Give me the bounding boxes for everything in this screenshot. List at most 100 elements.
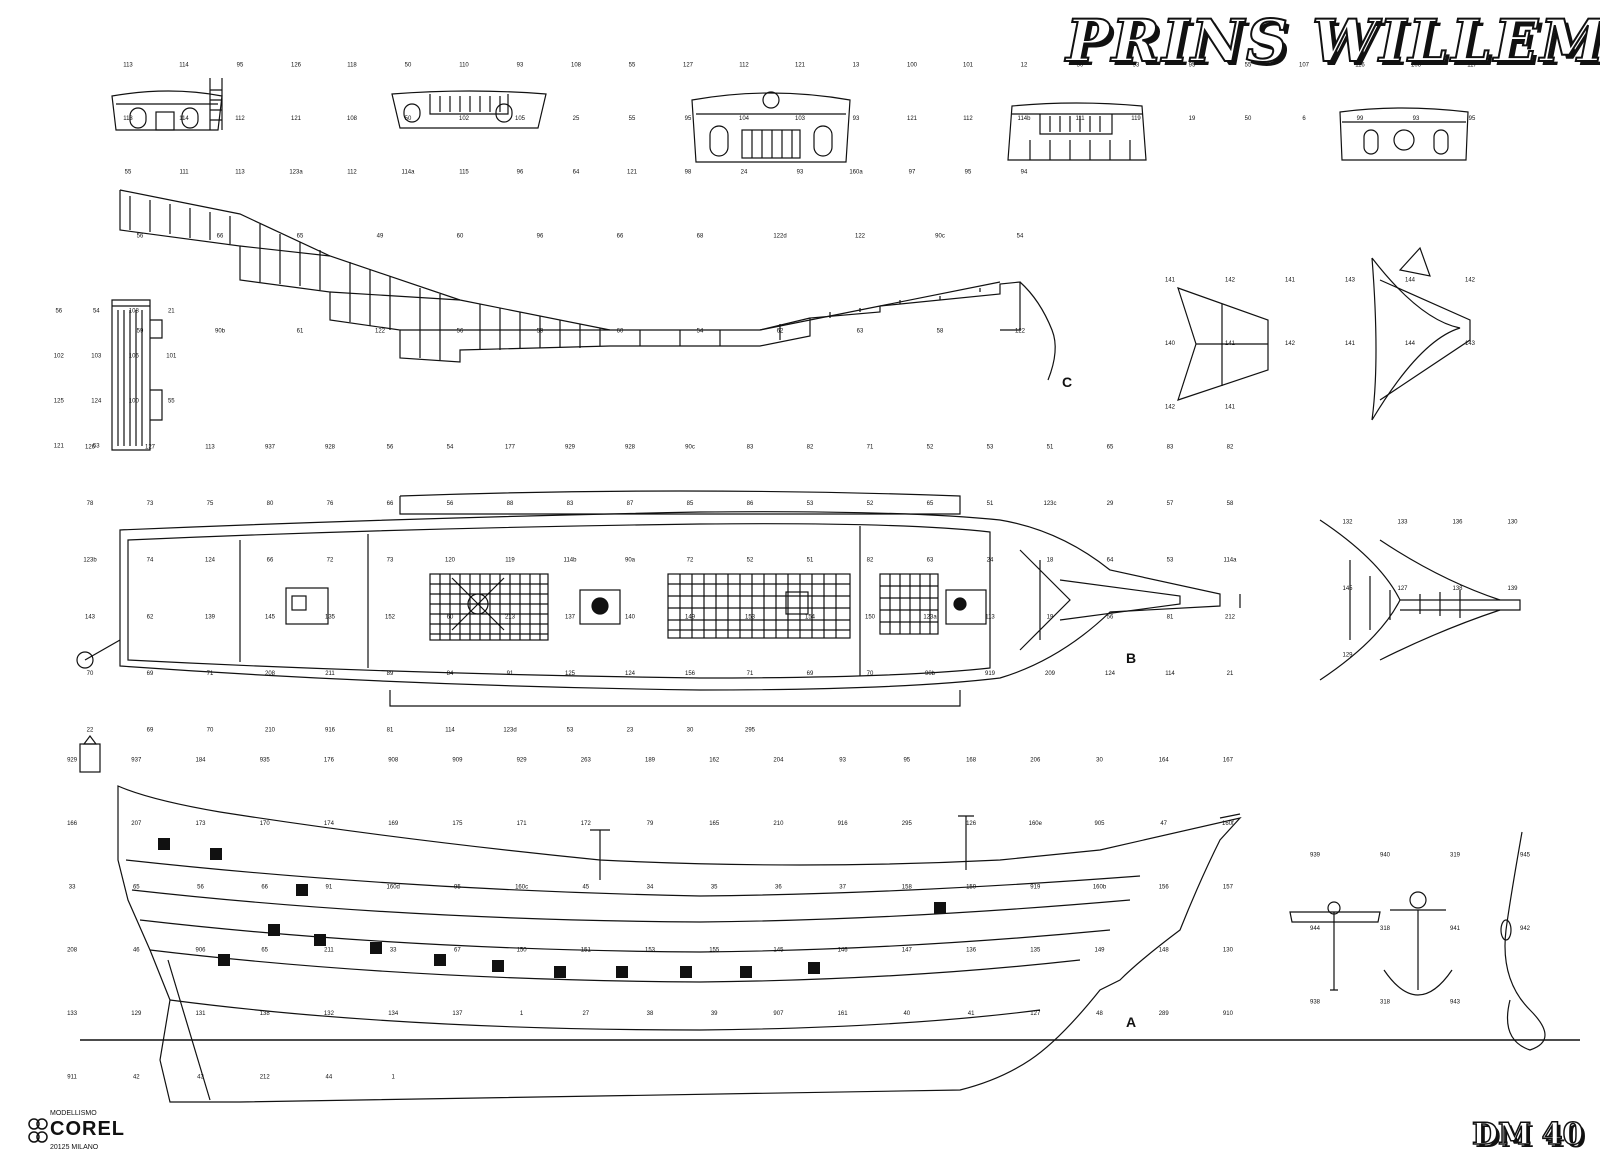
part-number-label: 208 — [265, 671, 276, 677]
part-number-label: 65 — [297, 234, 304, 240]
part-number-label: 23 — [627, 728, 634, 734]
part-number-label: 81 — [387, 728, 394, 734]
part-number-label: 117 — [1467, 63, 1477, 69]
part-number-label: 101 — [166, 354, 177, 360]
part-number-label: 127 — [683, 63, 694, 69]
part-number-label: 93 — [839, 758, 846, 764]
part-number-label: 164 — [1159, 758, 1170, 764]
part-number-label: 905 — [1094, 821, 1105, 827]
part-number-label: 49 — [377, 234, 384, 240]
part-number-label: 144 — [1405, 341, 1416, 347]
part-number-label: 96 — [517, 169, 524, 175]
part-number-label: 121 — [907, 116, 918, 122]
part-number-label: 41 — [968, 1011, 975, 1017]
part-number-label: 73 — [387, 558, 394, 564]
part-number-label: 52 — [867, 501, 874, 507]
part-number-label: 55 — [1245, 63, 1252, 69]
part-number-label: 158 — [902, 884, 913, 890]
part-number-label: 66 — [267, 558, 274, 564]
part-number-label: 87 — [627, 501, 634, 507]
part-number-label: 50 — [405, 63, 412, 69]
part-number-label: 908 — [388, 758, 399, 764]
view-label-b: B — [1126, 650, 1137, 666]
part-number-label: 910 — [1223, 1011, 1234, 1017]
part-number-label: 141 — [1345, 341, 1356, 347]
part-number-label: 55 — [168, 399, 175, 405]
part-number-label: 204 — [773, 758, 784, 764]
part-number-label: 89 — [387, 671, 394, 677]
part-number-label: 55 — [125, 169, 132, 175]
part-number-label: 108 — [129, 309, 140, 315]
part-number-label: 210 — [265, 728, 276, 734]
part-number-label: 85 — [687, 501, 694, 507]
part-number-label: 152 — [385, 614, 396, 620]
part-number-label: 36 — [775, 884, 782, 890]
part-number-label: 84 — [447, 671, 454, 677]
plate-code: DM 40 — [1471, 1116, 1584, 1153]
stern-view-4 — [1007, 102, 1147, 161]
part-number-label: 127 — [1030, 1011, 1041, 1017]
part-number-label: 21 — [1227, 671, 1234, 677]
part-number-label: 81 — [1167, 614, 1174, 620]
part-number-label: 911 — [67, 1074, 77, 1080]
part-number-label: 140 — [625, 614, 636, 620]
part-number-label: 106 — [129, 354, 140, 360]
part-number-label: 44 — [326, 1074, 333, 1080]
part-number-label: 114b — [1018, 116, 1032, 122]
part-number-label: 150 — [865, 614, 876, 620]
logo-top-text: MODELLISMO — [50, 1110, 97, 1117]
part-number-label: 112 — [963, 116, 973, 122]
sheer-plan-c — [119, 189, 1056, 381]
part-number-label: 30 — [687, 728, 694, 734]
part-number-label: 124 — [625, 671, 636, 677]
part-number-label: 160f — [1222, 821, 1234, 827]
part-number-label: 289 — [1159, 1011, 1170, 1017]
part-number-label: 62 — [777, 329, 784, 335]
part-number-label: 40 — [903, 1011, 910, 1017]
part-number-label: 141 — [1225, 404, 1236, 410]
part-number-label: 70 — [207, 728, 214, 734]
part-number-label: 156 — [1159, 884, 1170, 890]
part-number-label: 123d — [503, 728, 516, 734]
part-number-label: 113 — [123, 63, 133, 69]
part-number-label: 78 — [87, 501, 94, 507]
part-number-label: 137 — [452, 1011, 463, 1017]
part-number-label: 52 — [747, 558, 754, 564]
part-number-label: 65 — [133, 884, 140, 890]
part-number-label: 212 — [1225, 614, 1236, 620]
part-number-label: 318 — [1380, 926, 1391, 932]
part-number-label: 12 — [1021, 63, 1028, 69]
part-number-label: 133 — [1397, 519, 1408, 525]
part-number-label: 125 — [54, 399, 65, 405]
part-number-label: 142 — [1465, 278, 1476, 284]
part-number-label: 46 — [133, 948, 140, 954]
part-number-label: 37 — [839, 884, 846, 890]
part-number-label: 53 — [567, 728, 574, 734]
part-number-label: 59 — [137, 329, 144, 335]
part-number-label: 27 — [582, 1011, 589, 1017]
part-number-label: 121 — [627, 169, 638, 175]
part-number-label: 929 — [565, 444, 576, 450]
part-number-label: 142 — [1285, 341, 1296, 347]
part-number-label: 138 — [260, 1011, 271, 1017]
part-number-label: 114 — [445, 728, 455, 734]
part-number-label: 263 — [581, 758, 592, 764]
part-number-label: 213 — [505, 614, 516, 620]
part-number-label: 143 — [1345, 278, 1356, 284]
part-number-label: 157 — [1223, 884, 1234, 890]
part-number-label: 102 — [54, 354, 65, 360]
part-number-label: 941 — [1450, 926, 1461, 932]
corel-logo: MODELLISMO COREL 20125 MILANO — [28, 1110, 133, 1154]
part-number-label: 71 — [747, 671, 754, 677]
part-number-label: 93 — [797, 169, 804, 175]
part-number-label: 51 — [807, 558, 814, 564]
part-number-label: 38 — [647, 1011, 654, 1017]
part-number-label: 6 — [1302, 116, 1306, 122]
part-number-label: 112 — [347, 169, 357, 175]
part-number-label: 944 — [1310, 926, 1321, 932]
part-number-label: 69 — [147, 671, 154, 677]
part-number-label: 58 — [1227, 501, 1234, 507]
